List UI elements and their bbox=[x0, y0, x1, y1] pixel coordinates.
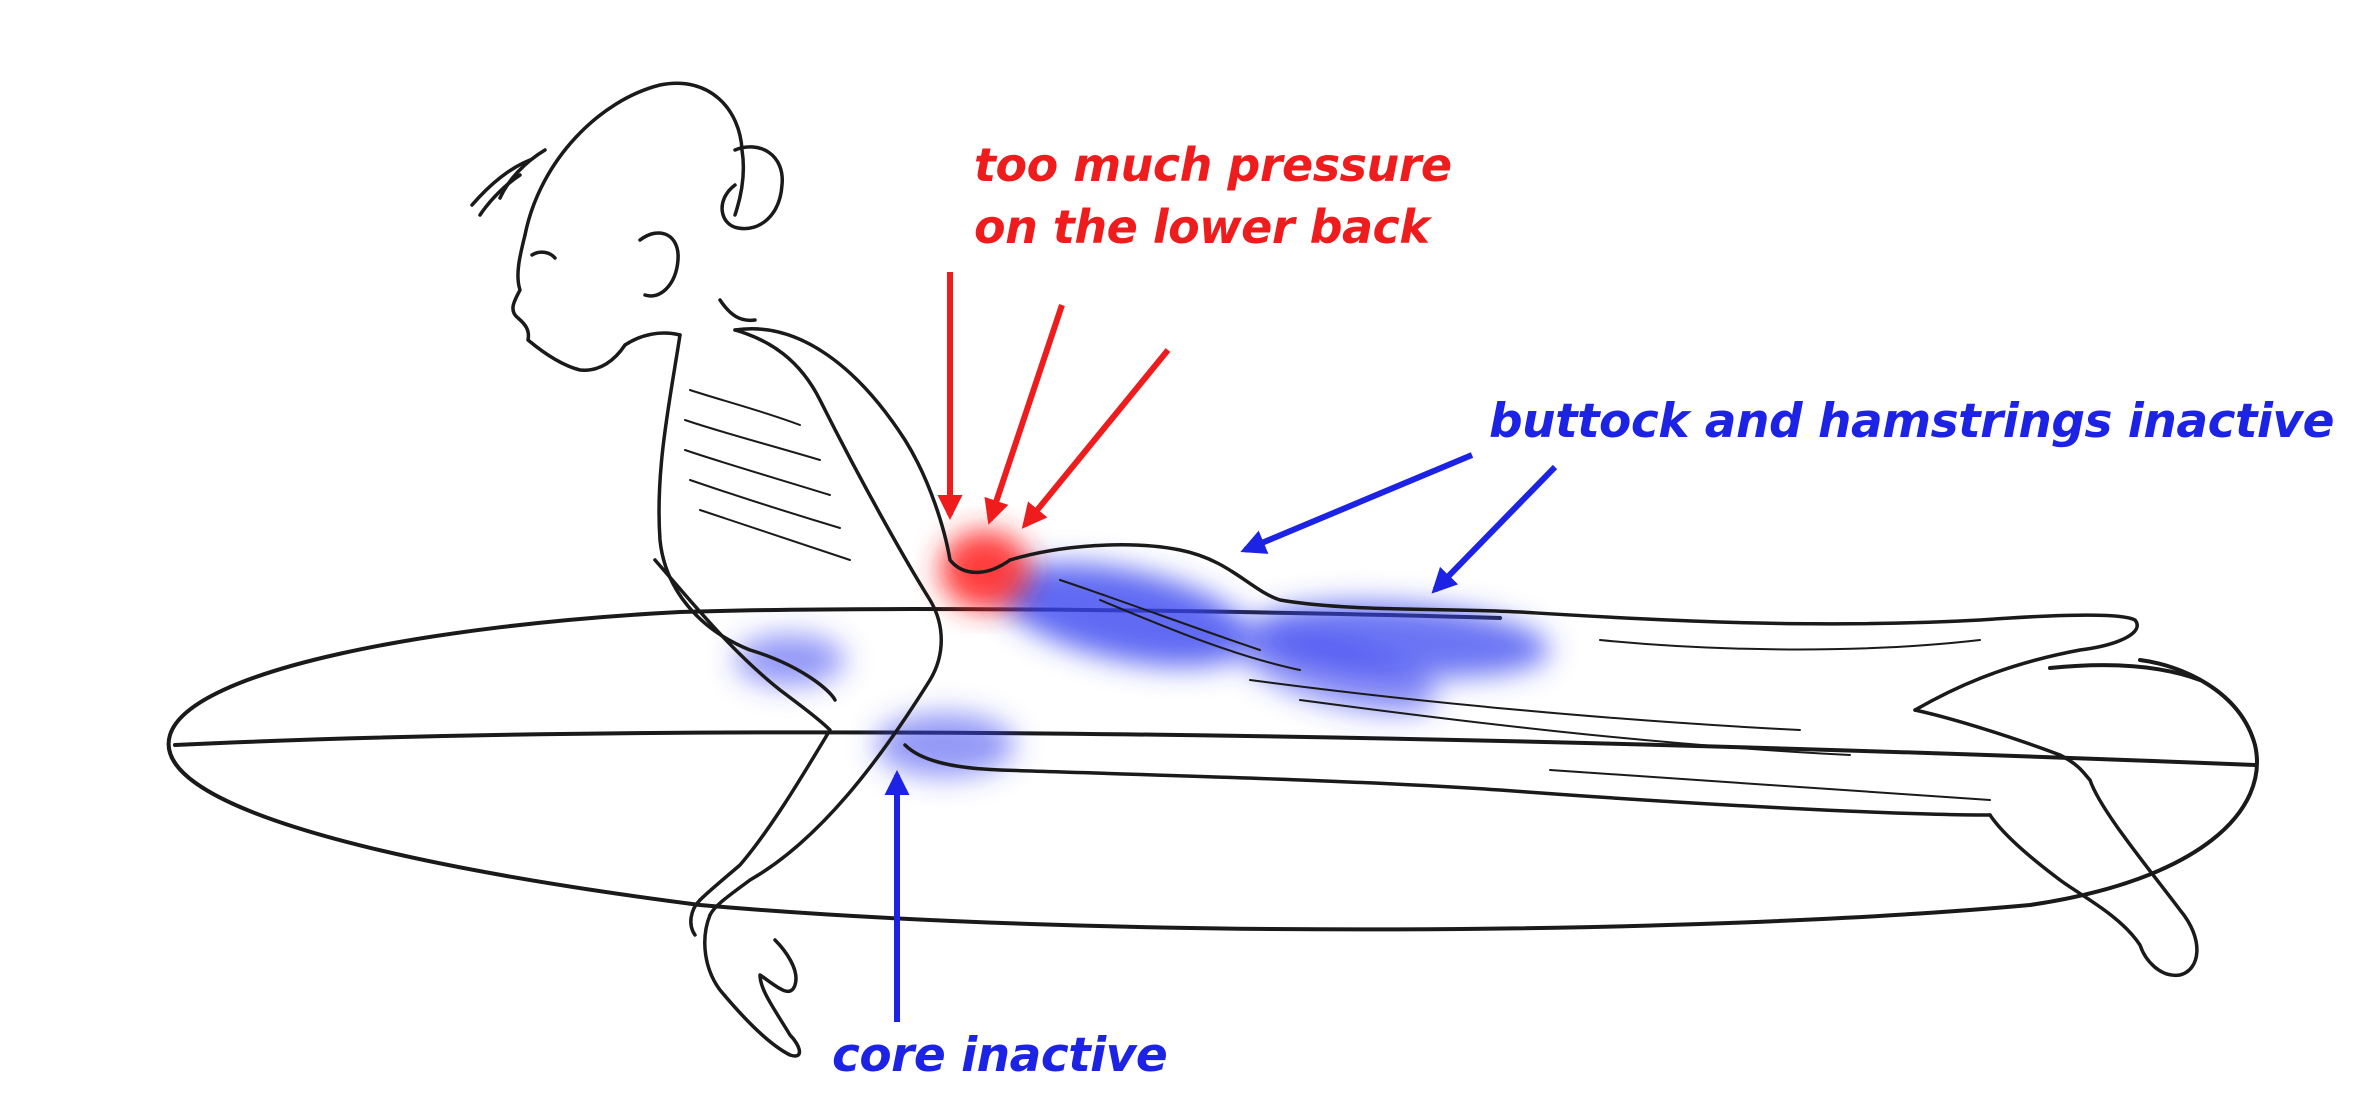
buttock-hamstrings-label: buttock and hamstrings inactive bbox=[1489, 394, 2335, 449]
inactive-muscle-arrows bbox=[884, 452, 1558, 1022]
lower-back-pressure-arrows bbox=[937, 272, 1171, 529]
lower-back-pressure-label-line2: on the lower back bbox=[974, 200, 1430, 254]
lower-back-pressure-label-line1: too much pressure bbox=[974, 138, 1452, 192]
figure-outline bbox=[470, 81, 2199, 1058]
inactive-muscle-highlights bbox=[735, 563, 1550, 777]
core-inactive-label: core inactive bbox=[832, 1028, 1168, 1083]
